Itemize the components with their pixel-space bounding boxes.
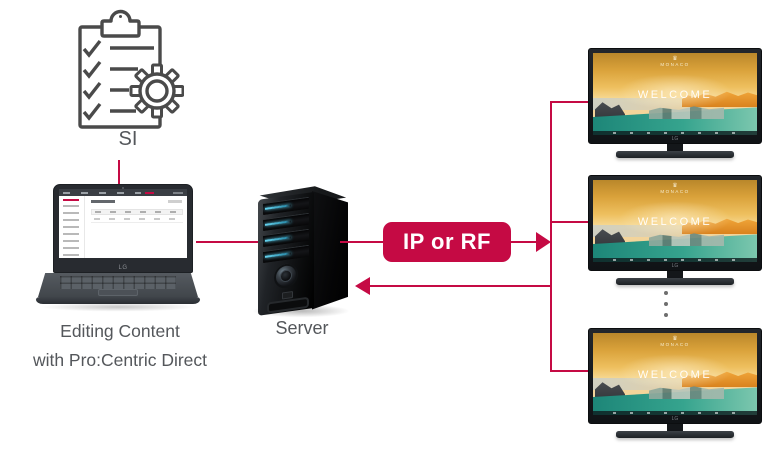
laptop-shadow [34, 302, 202, 312]
tv-branch-line-1 [550, 101, 590, 103]
tv-bezel: ♛ MONACO WELCOME LG [588, 48, 762, 144]
tv-menu-bar [593, 131, 757, 135]
laptop-camera-dot [122, 187, 124, 189]
tv-3: ♛ MONACO WELCOME LG [588, 328, 762, 438]
connector-si-laptop [118, 160, 120, 186]
ip-or-rf-badge: IP or RF [383, 222, 511, 262]
tv-1: ♛ MONACO WELCOME LG [588, 48, 762, 158]
gear-icon [129, 63, 184, 119]
editing-content-caption: Editing Content with Pro:Centric Direct [0, 317, 240, 375]
arrow-right-icon [536, 232, 551, 252]
admin-ui-sidebar-active-item [63, 199, 79, 201]
crest-crown-icon: ♛ [672, 336, 678, 342]
tv-menu-bar [593, 411, 757, 415]
tv-stand-base [616, 431, 734, 438]
tv-2: ♛ MONACO WELCOME LG [588, 175, 762, 285]
server-drive-bay [263, 228, 309, 248]
laptop-keyboard-keys [60, 276, 176, 289]
server-drive-bay [263, 212, 309, 232]
crest-crown-icon: ♛ [672, 56, 678, 62]
server-front-face [258, 192, 314, 316]
connector-badge-tvs [509, 241, 538, 243]
tv-stand-base [616, 151, 734, 158]
tv-branch-line-2 [550, 221, 590, 223]
laptop-base-edge [36, 297, 200, 304]
tv-lg-logo: LG [671, 416, 679, 422]
hotel-crest-text: MONACO [660, 342, 690, 347]
tv-menu-bar [593, 258, 757, 262]
sun-glow [617, 353, 733, 391]
connector-laptop-server [196, 241, 258, 243]
tv-bezel: ♛ MONACO WELCOME LG [588, 175, 762, 271]
tv-stand-neck [667, 144, 683, 151]
admin-ui-sidebar [59, 196, 85, 258]
caption-line-1: Editing Content [60, 321, 180, 341]
more-tvs-dot [664, 313, 668, 317]
laptop-keyboard-deck [38, 273, 198, 297]
server-tower [248, 184, 354, 318]
tv-bus-line [550, 101, 552, 372]
arrow-left-icon [355, 277, 370, 295]
tv-stand-neck [667, 271, 683, 278]
admin-ui-toolbar-button [168, 200, 182, 203]
welcome-text: WELCOME [637, 216, 713, 228]
hotel-crest: ♛ MONACO [593, 183, 757, 194]
laptop-screen [59, 189, 187, 258]
tv-branch-line-3 [550, 370, 590, 372]
tv-screen: ♛ MONACO WELCOME [593, 333, 757, 415]
admin-ui-table-row [91, 216, 183, 223]
coastal-buildings [648, 233, 725, 246]
server-drive-bay [263, 196, 309, 216]
connector-server-badge [340, 241, 384, 243]
server-label: Server [275, 318, 329, 338]
tv-stand-base [616, 278, 734, 285]
server-power-button [274, 262, 298, 290]
coastal-buildings [648, 386, 725, 399]
coastal-buildings [648, 106, 725, 119]
admin-ui-page-title-bar [91, 200, 115, 203]
laptop: LG [53, 184, 193, 273]
clipboard-checklist-gear-icon [78, 9, 184, 129]
tv-screen: ♛ MONACO WELCOME [593, 53, 757, 135]
tv-lg-logo: LG [671, 136, 679, 142]
tv-stand-neck [667, 424, 683, 431]
welcome-text: WELCOME [637, 89, 713, 101]
laptop-trackpad [98, 289, 138, 296]
hotel-crest-text: MONACO [660, 189, 690, 194]
si-label: SI [118, 128, 138, 150]
caption-line-2: with Pro:Centric Direct [32, 350, 208, 370]
crest-crown-icon: ♛ [672, 183, 678, 189]
sun-glow [617, 200, 733, 238]
more-tvs-dot [664, 291, 668, 295]
tv-bezel: ♛ MONACO WELCOME LG [588, 328, 762, 424]
laptop-lg-logo: LG [118, 265, 128, 271]
tv-lg-logo: LG [671, 263, 679, 269]
admin-ui-topbar [59, 189, 187, 196]
server-side-face [312, 191, 348, 310]
connector-tvs-server-return [368, 285, 551, 287]
admin-ui-topbar-active-item [145, 192, 154, 194]
admin-ui-table-header [91, 209, 183, 215]
server-drive-bay [263, 244, 309, 264]
hotel-crest: ♛ MONACO [593, 56, 757, 67]
more-tvs-dot [664, 302, 668, 306]
sun-glow [617, 73, 733, 111]
admin-ui-topbar-user-item [173, 192, 183, 194]
tv-screen: ♛ MONACO WELCOME [593, 180, 757, 262]
welcome-text: WELCOME [637, 369, 713, 381]
hotel-crest-text: MONACO [660, 62, 690, 67]
hotel-crest: ♛ MONACO [593, 336, 757, 347]
